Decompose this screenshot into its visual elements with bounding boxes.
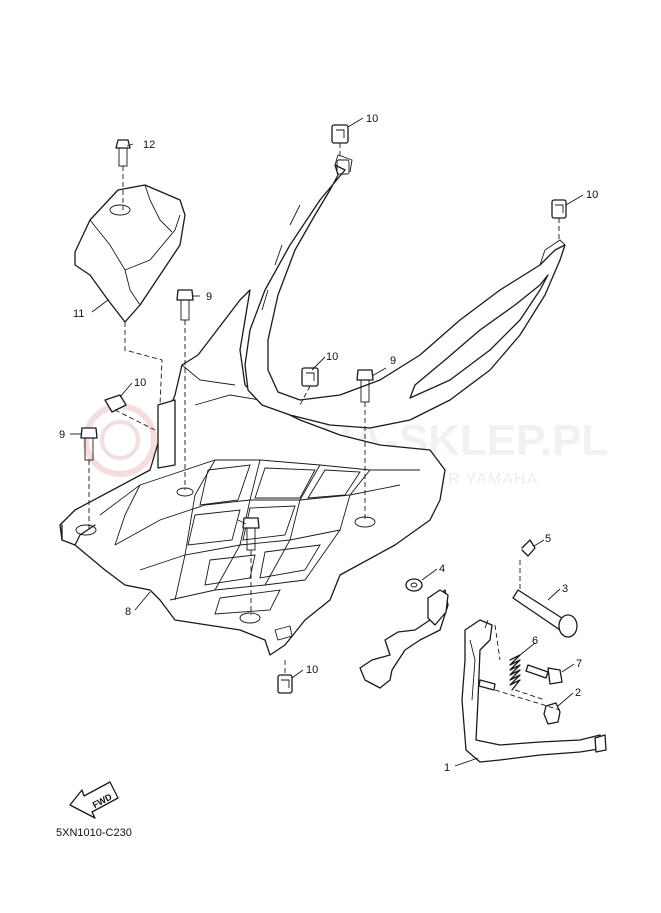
part-7-bolt[interactable] <box>525 664 563 685</box>
part-9-bolt-a[interactable] <box>176 289 194 321</box>
callout-10-b: 10 <box>586 189 598 201</box>
leg-shield-panel[interactable] <box>244 154 566 429</box>
part-10-clip-b[interactable] <box>551 199 567 219</box>
part-10-clip-a[interactable] <box>331 124 349 144</box>
part-9-bolt-c[interactable] <box>356 369 374 403</box>
part-12-screw[interactable] <box>115 139 131 167</box>
callout-9-b: 9 <box>59 429 65 441</box>
callout-10-d: 10 <box>134 377 146 389</box>
callout-6: 6 <box>532 635 538 647</box>
callout-12: 12 <box>143 139 155 151</box>
part-5-cotter-pin[interactable] <box>521 539 536 557</box>
callout-2: 2 <box>575 687 581 699</box>
floor-bracket <box>157 399 176 469</box>
callout-8: 8 <box>125 606 131 618</box>
part-8-floor-panel[interactable] <box>59 289 446 656</box>
callout-leader-lines <box>70 117 584 767</box>
stand-pin <box>478 679 496 691</box>
part-10-clip-d[interactable] <box>104 394 127 413</box>
callout-10-c: 10 <box>326 351 338 363</box>
part-2-cap[interactable] <box>543 702 561 725</box>
part-11-cover[interactable] <box>74 184 186 323</box>
callout-10-a: 10 <box>366 113 378 125</box>
part-10-clip-e[interactable] <box>277 674 293 694</box>
watermark-logo-icon <box>83 403 157 477</box>
part-3-pivot-shaft[interactable] <box>512 589 578 638</box>
assembly-guide-lines <box>88 143 561 711</box>
part-10-clip-c[interactable] <box>301 367 319 387</box>
callout-9-a: 9 <box>206 291 212 303</box>
part-4-washer[interactable] <box>405 578 423 592</box>
callout-11: 11 <box>73 308 84 320</box>
part-1-main-stand[interactable] <box>359 589 607 763</box>
callout-labels: 12 9 9 9 10 10 10 10 10 11 8 1 2 3 4 5 6… <box>59 113 598 774</box>
callout-5: 5 <box>545 533 551 545</box>
callout-9-c: 9 <box>390 355 396 367</box>
callout-10-e: 10 <box>306 664 318 676</box>
callout-3: 3 <box>562 583 568 595</box>
callout-4: 4 <box>439 563 445 575</box>
part-6-spring[interactable] <box>509 654 521 691</box>
diagram-code: 5XN1010-C230 <box>56 827 132 839</box>
callout-1: 1 <box>444 762 450 774</box>
fwd-arrow-icon: FWD <box>69 781 119 819</box>
callout-7: 7 <box>576 658 582 670</box>
